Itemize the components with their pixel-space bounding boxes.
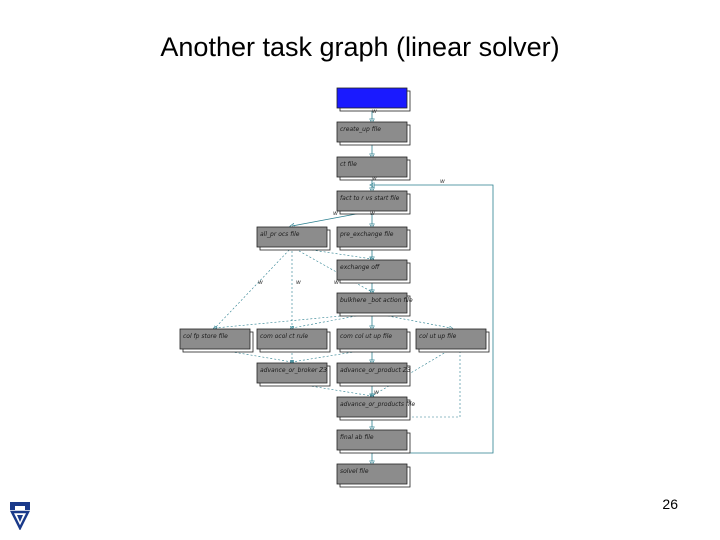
edge-label: w	[370, 210, 375, 217]
node-box	[179, 328, 251, 350]
edge-label: w	[258, 279, 263, 286]
edge-label: w	[334, 279, 339, 286]
node-box	[415, 328, 487, 350]
node-label: all_pr ocs file	[260, 231, 300, 238]
task-node-n11: col ut up file	[415, 328, 490, 353]
node-label: fact to r vs start file	[340, 195, 400, 202]
feedback-loop-edge	[372, 185, 494, 454]
node-label: col fp store file	[183, 333, 228, 340]
task-node-n12: advance_or_broker Z3	[256, 362, 331, 387]
edge-label: w	[372, 108, 377, 115]
node-box	[256, 362, 328, 384]
edge-label: w	[333, 210, 338, 217]
university-logo-icon	[9, 502, 31, 530]
node-label: advance_or_product Z3	[340, 367, 411, 374]
task-node-n14: advance_or_products file	[336, 396, 415, 421]
node-box	[336, 226, 408, 248]
task-node-n9: com ocol ct rule	[256, 328, 331, 353]
node-label: final ab file	[340, 434, 374, 441]
edge-n4-n8	[215, 246, 293, 328]
node-box	[336, 87, 408, 109]
task-node-n13: advance_or_product Z3	[336, 362, 411, 387]
task-node-n3: fact to r vs start file	[336, 190, 411, 215]
task-node-n7: bulkhere _bot action file	[336, 292, 413, 317]
task-node-n1: create_up file	[336, 121, 411, 146]
task-node-n2: ct file	[336, 156, 411, 181]
node-label: solvel file	[340, 468, 369, 475]
node-label: com col ut up file	[340, 333, 392, 340]
edge-label: w	[374, 389, 379, 396]
edge-n4-n7	[291, 246, 372, 292]
node-box	[256, 226, 328, 248]
node-label: create_up file	[340, 126, 381, 133]
node-box	[336, 121, 408, 143]
node-box	[336, 463, 408, 485]
node-label: com ocol ct rule	[260, 333, 308, 340]
task-node-n16: solvel file	[336, 463, 411, 488]
node-label: advance_or_broker Z3	[260, 367, 327, 374]
graph-edge-labels: w w w w w w w w w	[258, 108, 445, 396]
graph-nodes: create_up file ct file fact to r vs start …	[179, 87, 490, 488]
edge-label: w	[440, 178, 445, 185]
page-number: 26	[662, 496, 678, 512]
node-box	[336, 429, 408, 451]
node-label: col ut up file	[419, 333, 457, 340]
node-box	[336, 328, 408, 350]
task-node-n0	[336, 87, 411, 112]
edge-label: w	[372, 175, 377, 182]
node-box	[256, 328, 328, 350]
node-label: pre_exchange file	[339, 231, 394, 238]
node-label: advance_or_products file	[340, 401, 415, 408]
node-label: bulkhere _bot action file	[340, 297, 413, 304]
edge-n11-n14	[372, 348, 452, 396]
node-box	[336, 190, 408, 212]
task-node-n15: final ab file	[336, 429, 411, 454]
node-box	[336, 362, 408, 384]
edge-label: w	[296, 279, 301, 286]
node-label: exchange off	[340, 264, 380, 271]
task-node-n8: col fp store file	[179, 328, 254, 353]
task-node-n5: pre_exchange file	[336, 226, 411, 251]
task-node-n10: com col ut up file	[336, 328, 411, 353]
node-box	[336, 292, 408, 314]
node-box	[336, 396, 408, 418]
node-label: ct file	[340, 161, 357, 168]
slide-title: Another task graph (linear solver)	[160, 32, 560, 62]
node-box	[336, 259, 408, 281]
node-box	[336, 156, 408, 178]
task-node-n4: all_pr ocs file	[256, 226, 331, 251]
task-node-n6: exchange off	[336, 259, 411, 284]
